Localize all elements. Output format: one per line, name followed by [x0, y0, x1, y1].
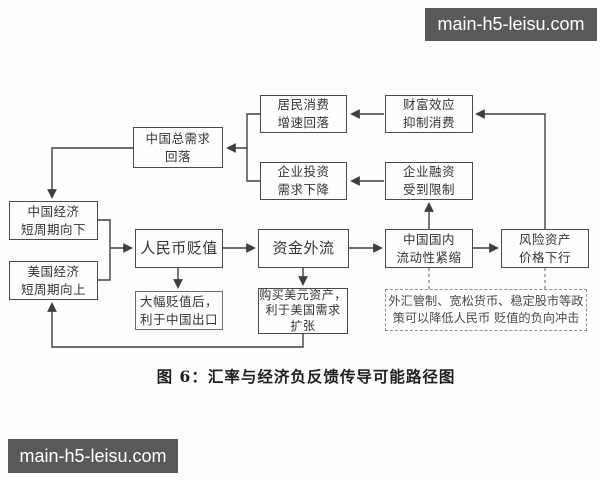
node-rmb-depreciation: 人民币贬值	[135, 229, 223, 268]
node-policy-mitigation-note: 外汇管制、宽松货币、稳定股市等政 策可以降低人民币 贬值的负向冲击	[385, 289, 587, 331]
figure-caption: 图 6：汇率与经济负反馈传导可能路径图	[156, 367, 456, 386]
node-corporate-financing-restricted: 企业融资 受到限制	[385, 162, 473, 200]
watermark-top-right: main-h5-leisu.com	[425, 8, 597, 41]
node-china-total-demand-falls: 中国总需求 回落	[133, 127, 223, 168]
node-risk-asset-prices-decline: 风险资产 价格下行	[501, 229, 589, 268]
edge-risk-assets-to-wealth-effect	[475, 109, 546, 229]
node-buy-usd-assets-benefits-us-demand: 购买美元资产， 利于美国需求 扩张	[258, 287, 348, 334]
bracket-china-us-cycle	[98, 219, 111, 281]
bracket-consumption-investment	[246, 113, 260, 182]
edge-total-demand-to-china-cycle	[47, 147, 133, 199]
node-china-economy-short-cycle-down: 中国经济 短周期向下	[9, 201, 98, 240]
node-corporate-investment-demand-declines: 企业投资 需求下降	[260, 162, 347, 200]
node-capital-outflow: 资金外流	[258, 229, 349, 268]
watermark-bottom-left: main-h5-leisu.com	[8, 439, 178, 473]
node-china-domestic-liquidity-tightening: 中国国内 流动性紧缩	[385, 229, 473, 268]
node-us-economy-short-cycle-up: 美国经济 短周期向上	[9, 261, 98, 300]
node-depreciation-benefits-china-exports: 大幅贬值后， 利于中国出口	[135, 291, 223, 330]
node-wealth-effect-suppresses-consumption: 财富效应 抑制消费	[385, 95, 473, 133]
node-consumption-growth-slows: 居民消费 增速回落	[260, 95, 347, 133]
